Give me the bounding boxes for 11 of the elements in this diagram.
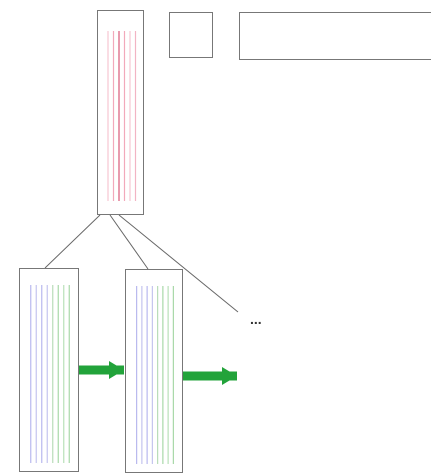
connector-line	[44, 214, 100, 268]
panel-box	[19, 268, 79, 472]
block-arrow	[183, 367, 237, 385]
panel-box	[97, 10, 144, 215]
block-arrow	[79, 361, 124, 379]
connector-line	[118, 214, 238, 312]
ellipsis-text: ...	[250, 312, 262, 326]
panel-box	[239, 12, 431, 60]
panel-box	[169, 12, 213, 58]
connector-line	[110, 214, 148, 270]
panel-box	[125, 269, 183, 473]
